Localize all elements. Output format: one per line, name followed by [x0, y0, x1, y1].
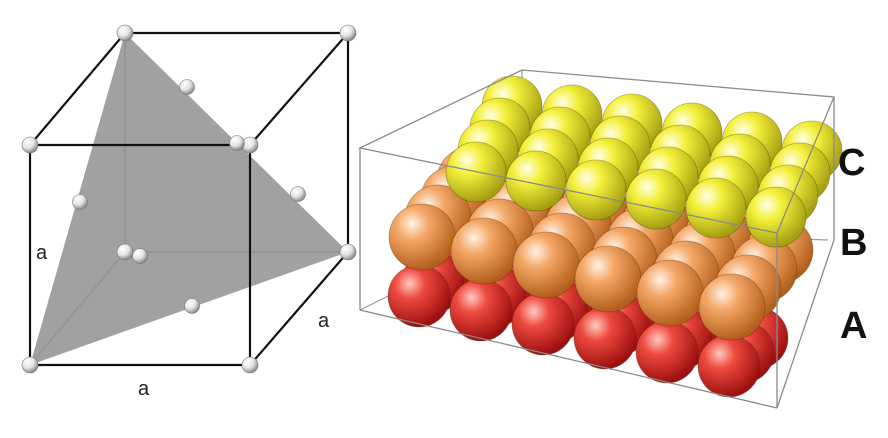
shaded-111-plane — [30, 33, 348, 365]
layer-a-spheres — [387, 236, 789, 398]
layer-label-a: A — [840, 305, 867, 347]
layer-c-sphere — [505, 150, 567, 212]
corner-atom — [339, 243, 357, 261]
layer-b-sphere — [636, 259, 704, 327]
layer-a-sphere — [635, 320, 699, 384]
corner-atom — [21, 356, 39, 374]
face-center-atom — [229, 135, 245, 151]
layer-a-sphere — [511, 292, 575, 356]
layer-a-sphere — [387, 264, 451, 328]
layer-a-sphere — [573, 306, 637, 370]
layer-b-sphere — [574, 245, 642, 313]
layer-b-spheres — [388, 146, 814, 341]
edge-label-bottom: a — [138, 378, 150, 400]
edge-label-right: a — [318, 310, 330, 332]
layer-a-sphere — [449, 278, 513, 342]
layer-c-spheres — [445, 75, 843, 248]
layer-label-b: B — [840, 222, 867, 264]
face-center-atom — [72, 194, 88, 210]
fcc-unit-cell: a a a — [21, 24, 357, 400]
corner-atom — [21, 136, 39, 154]
corner-atom — [116, 24, 134, 42]
layer-b-sphere — [388, 203, 456, 271]
face-center-atom — [132, 248, 148, 264]
face-center-atom — [179, 79, 195, 95]
corner-atom — [241, 356, 259, 374]
corner-atom — [116, 243, 134, 261]
layer-b-sphere — [512, 231, 580, 299]
corner-atom — [339, 24, 357, 42]
layer-c-sphere — [745, 186, 807, 248]
layer-c-sphere — [685, 177, 747, 239]
face-center-atom — [184, 298, 200, 314]
close-packed-layers: C B A — [357, 69, 867, 409]
atoms — [21, 24, 357, 374]
layer-b-sphere — [450, 217, 518, 285]
layer-label-c: C — [838, 142, 865, 184]
layer-b-sphere — [698, 273, 766, 341]
layer-c-sphere — [625, 168, 687, 230]
edge-label-left: a — [36, 242, 48, 264]
layer-c-sphere — [565, 159, 627, 221]
face-center-atom — [290, 186, 306, 202]
box-front-edges — [357, 69, 835, 409]
layer-a-sphere — [697, 334, 761, 398]
